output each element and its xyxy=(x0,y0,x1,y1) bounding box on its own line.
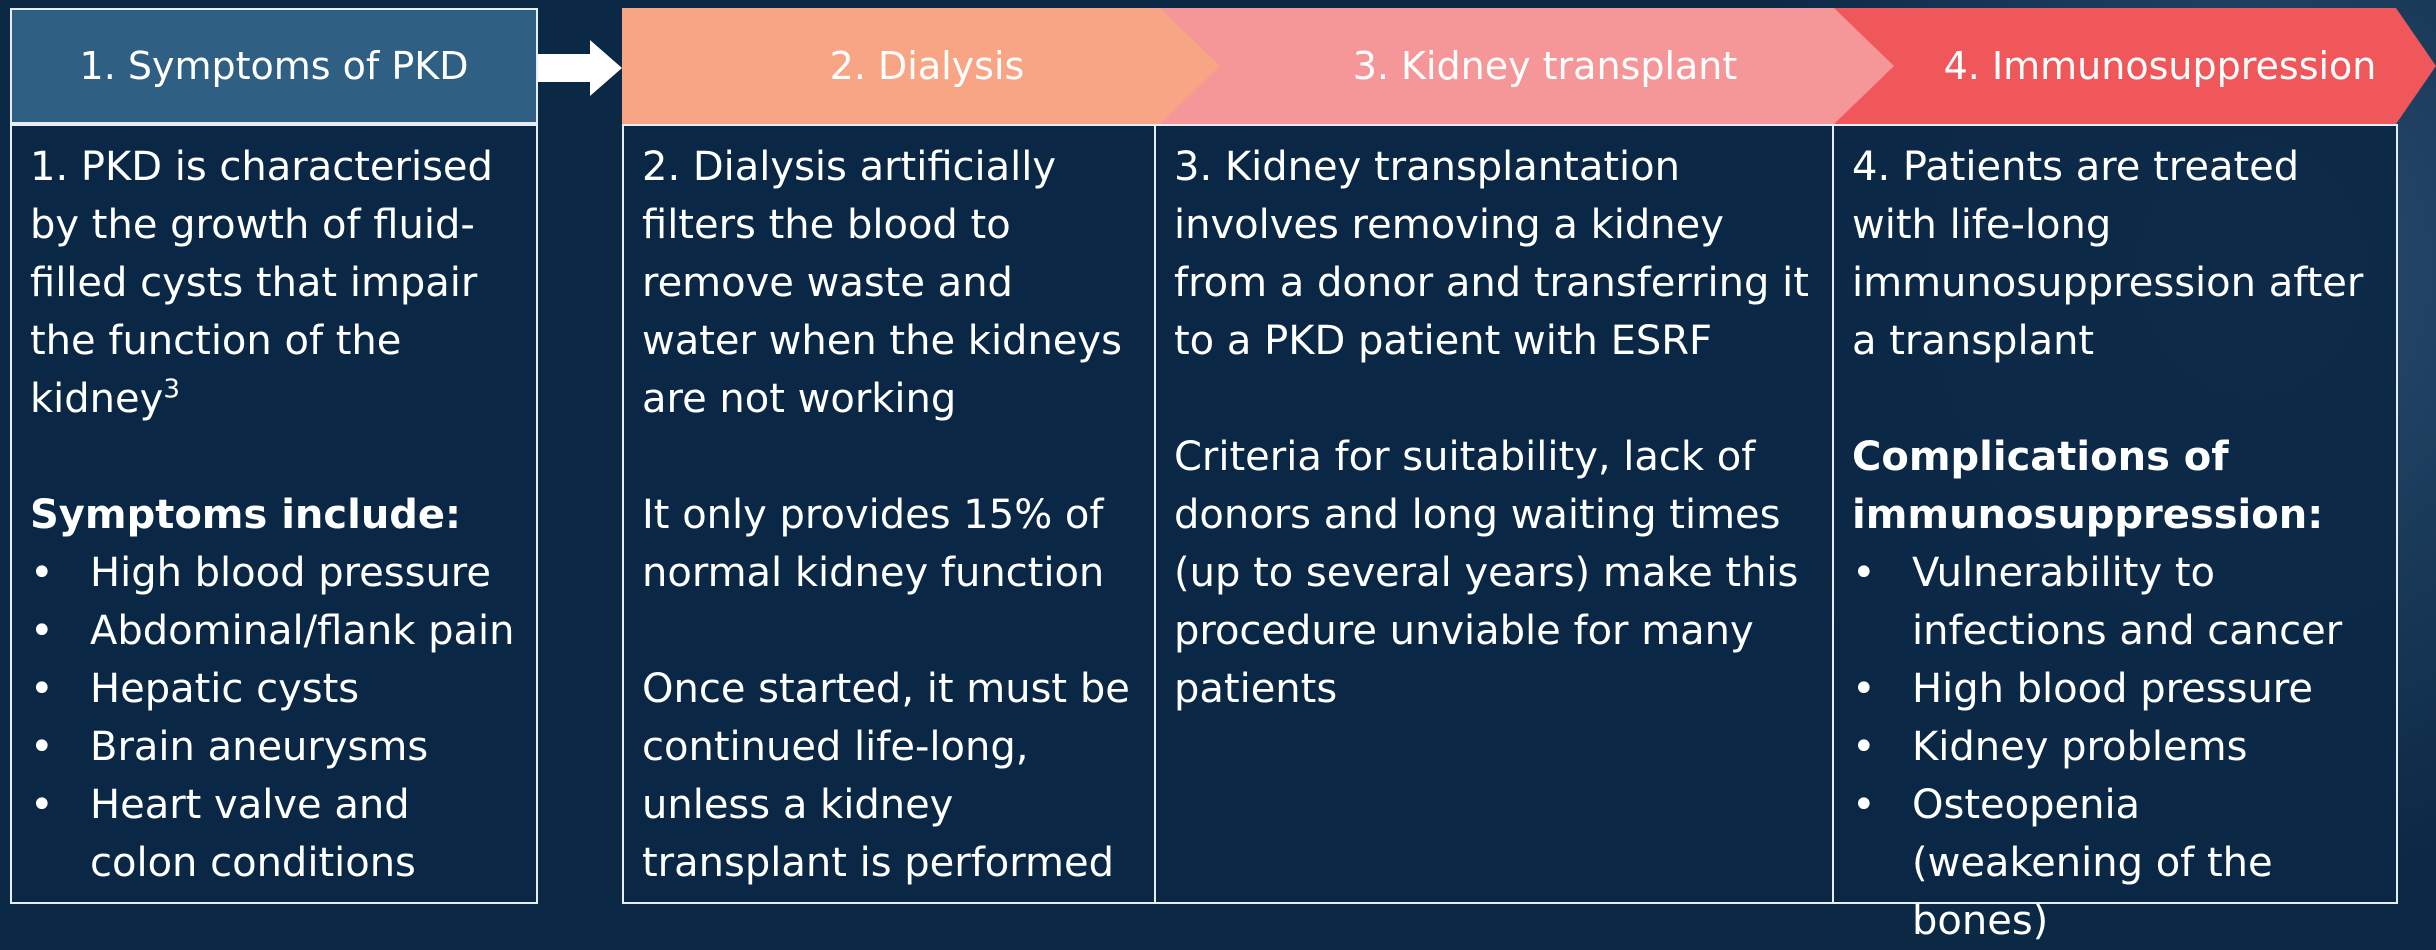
list-item: Osteopenia (weakening of the bones) xyxy=(1852,776,2378,950)
dialysis-paragraph: 2. Dialysis artificially filters the blo… xyxy=(642,144,1122,422)
symptoms-list: High blood pressure Abdominal/flank pain… xyxy=(30,544,518,892)
list-item: Vulnerability to infections and cancer xyxy=(1852,544,2378,660)
symptoms-heading: Symptoms include: xyxy=(30,492,462,538)
list-item: High blood pressure xyxy=(1852,660,2378,718)
immunosuppression-panel: 4. Patients are treated with life-long i… xyxy=(1832,124,2398,944)
complications-list: Vulnerability to infections and cancer H… xyxy=(1852,544,2378,950)
step-3-title: 3. Kidney transplant xyxy=(1352,44,1738,88)
transplant-panel: 3. Kidney transplantation involves remov… xyxy=(1154,124,1834,904)
step-1-title: 1. Symptoms of PKD xyxy=(79,44,469,88)
step-4-header: 4. Immunosuppression xyxy=(1834,8,2436,124)
arrow-right-icon xyxy=(538,40,622,96)
complications-heading: Complications of immunosuppression: xyxy=(1852,434,2324,538)
step-2-header: 2. Dialysis xyxy=(622,8,1262,124)
step-1-header: 1. Symptoms of PKD xyxy=(10,8,538,124)
list-item: High blood pressure xyxy=(30,544,518,602)
immunosuppression-paragraph: 4. Patients are treated with life-long i… xyxy=(1852,144,2364,364)
transplant-paragraph: Criteria for suitability, lack of donors… xyxy=(1174,434,1799,712)
dialysis-panel: 2. Dialysis artificially filters the blo… xyxy=(622,124,1156,904)
dialysis-paragraph: Once started, it must be continued life-… xyxy=(642,666,1130,886)
step-4-title: 4. Immunosuppression xyxy=(1943,44,2377,88)
list-item: Heart valve and colon conditions xyxy=(30,776,518,892)
list-item: Hepatic cysts xyxy=(30,660,518,718)
transplant-paragraph: 3. Kidney transplantation involves remov… xyxy=(1174,144,1809,364)
dialysis-paragraph: It only provides 15% of normal kidney fu… xyxy=(642,492,1105,596)
list-item: Abdominal/flank pain xyxy=(30,602,518,660)
symptoms-intro: 1. PKD is characterised by the growth of… xyxy=(30,138,518,428)
reference-superscript: 3 xyxy=(163,374,180,405)
symptoms-panel: 1. PKD is characterised by the growth of… xyxy=(10,124,538,904)
list-item: Brain aneurysms xyxy=(30,718,518,776)
step-3-header: 3. Kidney transplant xyxy=(1160,8,1900,124)
step-2-title: 2. Dialysis xyxy=(829,44,1025,88)
list-item: Kidney problems xyxy=(1852,718,2378,776)
symptoms-intro-text: 1. PKD is characterised by the growth of… xyxy=(30,144,493,422)
